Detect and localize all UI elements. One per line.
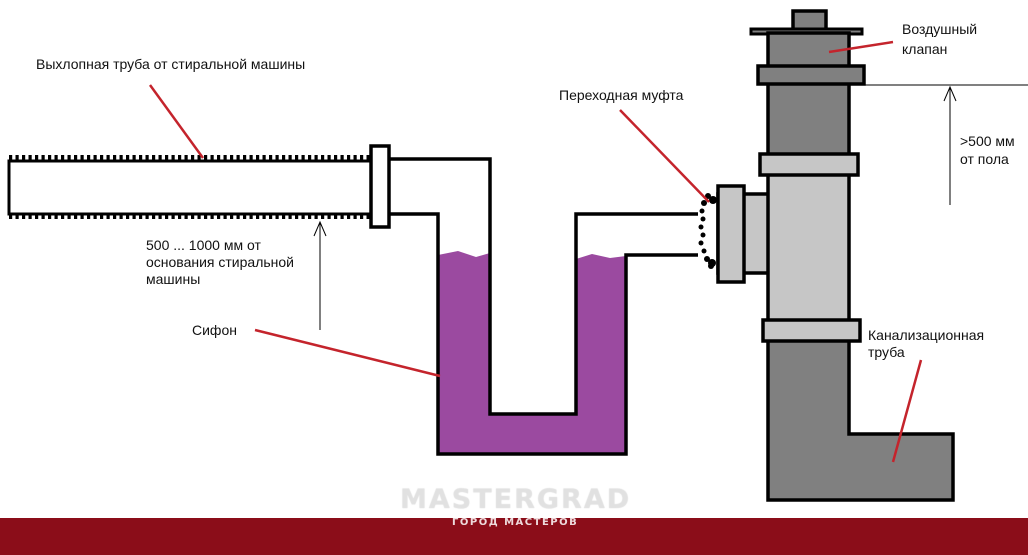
- height-from-base-label: 500 ... 1000 мм от основания стиральной …: [146, 237, 294, 288]
- brand-watermark-subtitle: ГОРОД МАСТЕРОВ: [452, 517, 579, 528]
- sewer-pipe-label-line2: труба: [868, 344, 905, 360]
- brand-watermark: MASTERGRAD: [400, 484, 632, 515]
- air-valve-label-line2: клапан: [902, 41, 948, 57]
- hose-clamp: [369, 144, 391, 229]
- exhaust-pipe-label: Выхлопная труба от стиральной машины: [36, 56, 306, 72]
- height-from-base-line1: 500 ... 1000 мм от: [146, 237, 261, 253]
- height-from-floor-line1: >500 мм: [960, 133, 1015, 149]
- sewer-riser: [749, 9, 955, 502]
- height-from-floor-line2: от пола: [960, 151, 1009, 167]
- siphon-water: [438, 251, 626, 454]
- sewer-pipe-label-line1: Канализационная: [868, 327, 985, 343]
- dimension-markers: [313, 84, 1028, 330]
- footer-bar: [0, 518, 1028, 555]
- height-from-base-line3: машины: [146, 271, 201, 287]
- air-valve-label: Воздушный клапан: [902, 21, 977, 58]
- siphon-label: Сифон: [192, 322, 237, 338]
- exhaust-hose: [7, 155, 373, 219]
- transition-coupling: [698, 184, 775, 284]
- height-from-floor-label: >500 мм от пола: [960, 133, 1015, 168]
- air-valve-label-line1: Воздушный: [902, 21, 978, 37]
- siphon-outline: [389, 157, 717, 456]
- sewer-pipe-label: Канализационная труба: [868, 327, 984, 361]
- leader-lines: [148, 40, 923, 463]
- height-from-base-line2: основания стиральной: [146, 254, 294, 270]
- transition-coupling-label: Переходная муфта: [559, 87, 684, 103]
